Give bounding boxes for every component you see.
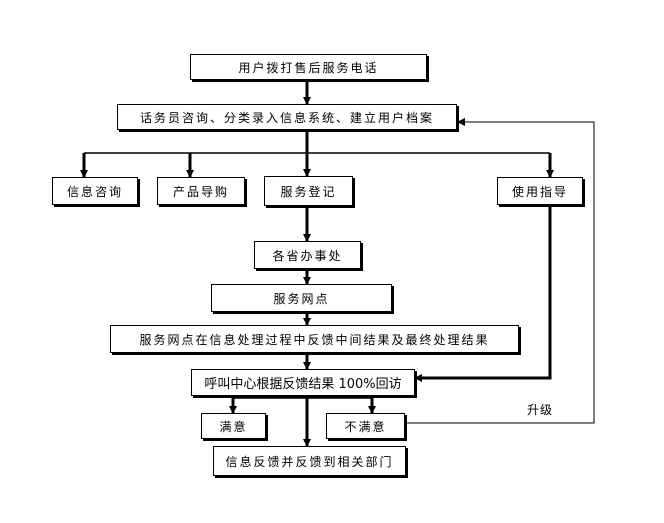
node-register: 话务员咨询、分类录入信息系统、建立用户档案 bbox=[117, 104, 457, 130]
node-feedback: 服务网点在信息处理过程中反馈中间结果及最终处理结果 bbox=[110, 325, 519, 353]
node-unsatisfied: 不满意 bbox=[326, 413, 405, 439]
node-callcenter: 呼叫中心根据反馈结果 100%回访 bbox=[191, 369, 415, 396]
arrow-usage-to-callcenter bbox=[414, 205, 552, 382]
node-product: 产品导购 bbox=[157, 177, 245, 205]
node-usage: 使用指导 bbox=[497, 177, 583, 205]
node-office: 各省办事处 bbox=[254, 241, 361, 269]
node-call: 用户拨打售后服务电话 bbox=[190, 54, 427, 80]
node-report: 信息反馈并反馈到相关部门 bbox=[213, 446, 406, 476]
node-service: 服务登记 bbox=[264, 176, 353, 206]
node-satisfied: 满意 bbox=[201, 413, 266, 439]
label-escalate: 升级 bbox=[527, 403, 554, 417]
arrow-escalate-to-register bbox=[405, 118, 595, 424]
node-outlet: 服务网点 bbox=[211, 284, 392, 312]
node-info: 信息咨询 bbox=[52, 177, 138, 205]
